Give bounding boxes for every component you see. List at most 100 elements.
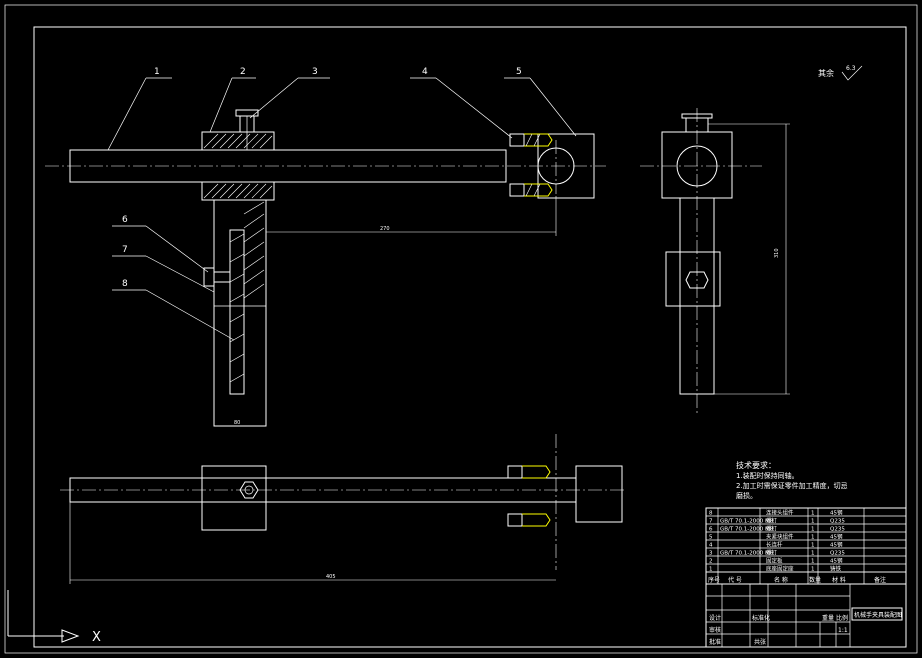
svg-text:7: 7	[122, 245, 128, 255]
leader-7: 4	[410, 67, 513, 139]
title-sheet-label: 共张	[754, 638, 766, 646]
title-scale-value: 1:1	[838, 627, 848, 634]
leader-3: 6	[112, 215, 209, 273]
technical-requirements: 技术要求： 1.装配时保持同轴。 2.加工时需保证零件加工精度，切忌 磨损。	[736, 460, 848, 500]
bom-cell: Q235	[830, 519, 845, 525]
connector-head	[537, 133, 595, 199]
clamp-block	[201, 131, 275, 201]
tech-line-3: 磨损。	[736, 491, 757, 500]
top-view: 405	[60, 434, 626, 584]
tech-line-2: 2.加工时需保证零件加工精度，切忌	[736, 481, 848, 490]
bom-cell: Q235	[830, 551, 845, 557]
leader-2: 7	[112, 245, 215, 293]
sheet-outer-border	[4, 4, 918, 654]
svg-text:1: 1	[154, 67, 160, 77]
tech-line-1: 1.装配时保持同轴。	[736, 471, 799, 480]
bom-cell: 45钢	[830, 509, 843, 517]
bom-cell: GB/T 70.1-2000 M6	[720, 551, 774, 557]
bom-cell: 螺钉	[766, 525, 778, 533]
dim-310-text: 310	[774, 248, 780, 258]
leader-6: 3	[249, 67, 330, 119]
bom-cell: 螺钉	[766, 549, 778, 557]
title-design-label: 设计	[709, 614, 721, 622]
title-scale-label: 比例	[836, 614, 848, 622]
bom-cell: 1	[811, 567, 815, 573]
dimension-270: 270	[266, 196, 557, 236]
sheet-inner-border	[33, 26, 907, 648]
side-view: 310	[640, 108, 790, 414]
bom-cell: 1	[811, 551, 815, 557]
leader-5: 2	[209, 67, 256, 133]
top-screw-a	[507, 465, 551, 479]
title-std-label: 标准化	[752, 614, 770, 622]
bom-cell: 45钢	[830, 541, 843, 549]
bom-cell: 6	[709, 527, 713, 533]
bom-header-note: 备注	[874, 576, 886, 584]
title-approve-label: 批准	[709, 638, 721, 646]
front-view: 270 80 1 2 3 4 5 6	[45, 67, 606, 427]
bom-cell: 1	[811, 559, 815, 565]
bom-cell: 1	[811, 535, 815, 541]
bom-cell: 螺钉	[766, 517, 778, 525]
surface-roughness-note: 其余 6.3	[818, 65, 863, 81]
screw-7-top	[509, 133, 553, 147]
bom-cell: 固定板	[766, 557, 783, 565]
dim-405-text: 405	[326, 574, 336, 580]
dim-270-text: 270	[380, 226, 390, 232]
screw-6	[235, 109, 259, 150]
bom-cell: 45钢	[830, 557, 843, 565]
bom-header-name: 名 称	[774, 576, 788, 584]
bom-cell: GB/T 70.1-2000 M8	[720, 519, 774, 525]
bom-header-qty: 数量	[809, 576, 821, 584]
title-weight-label: 重量	[822, 614, 834, 622]
bom-cell: 1	[709, 567, 713, 573]
screw-3	[203, 267, 231, 287]
bom-cell: 4	[709, 543, 713, 549]
svg-text:6: 6	[122, 215, 128, 225]
bom-cell: 连接头组件	[766, 509, 794, 517]
roughness-value: 6.3	[846, 65, 856, 72]
bom-cell: 5	[709, 535, 713, 541]
bom-cell: 1	[811, 527, 815, 533]
vertical-arm	[213, 199, 267, 427]
roughness-symbol	[841, 65, 863, 81]
ucs-axis-icon: X	[7, 590, 101, 645]
axis-x-label: X	[92, 630, 101, 645]
drawing-title: 机械手夹具装配图	[854, 611, 902, 619]
top-screw-b	[507, 513, 551, 527]
leader-1: 8	[112, 279, 235, 341]
title-block: 设计 审核 批准 标准化 重量 比例 1:1 共张 机械手夹具装配图	[705, 583, 907, 648]
bom-header-code: 代 号	[728, 576, 742, 584]
svg-text:8: 8	[122, 279, 128, 289]
bom-cell: 2	[709, 559, 713, 565]
bom-cell: 底座固定座	[766, 565, 794, 573]
dimension-80: 80	[214, 420, 266, 427]
bom-cell: GB/T 70.1-2000 M8	[720, 527, 774, 533]
leader-8: 5	[504, 67, 577, 137]
svg-text:5: 5	[516, 67, 522, 77]
bom-cell: 长连杆	[766, 541, 783, 549]
bom-cell: 1	[811, 543, 815, 549]
roughness-label: 其余	[818, 68, 834, 78]
bom-header-material: 材 料	[832, 576, 846, 584]
tech-title: 技术要求：	[736, 460, 776, 470]
bom-header-no: 序号	[708, 576, 720, 584]
svg-text:4: 4	[422, 67, 428, 77]
svg-text:2: 2	[240, 67, 246, 77]
bom-cell: 1	[811, 519, 815, 525]
bom-cell: 8	[709, 511, 713, 517]
dim-80-text: 80	[234, 420, 240, 426]
title-check-label: 审核	[709, 626, 721, 634]
bom-cell: 铸铁	[830, 565, 842, 573]
bom-cell: 1	[811, 511, 815, 517]
bom-cell: 3	[709, 551, 713, 557]
leader-4: 1	[107, 67, 172, 151]
dimension-405: 405	[69, 502, 556, 584]
svg-text:3: 3	[312, 67, 318, 77]
bom-cell: 7	[709, 519, 713, 525]
bom-cell: 夹紧块组件	[766, 533, 794, 541]
bom-cell: Q235	[830, 527, 845, 533]
side-dimension: 310	[708, 123, 790, 395]
